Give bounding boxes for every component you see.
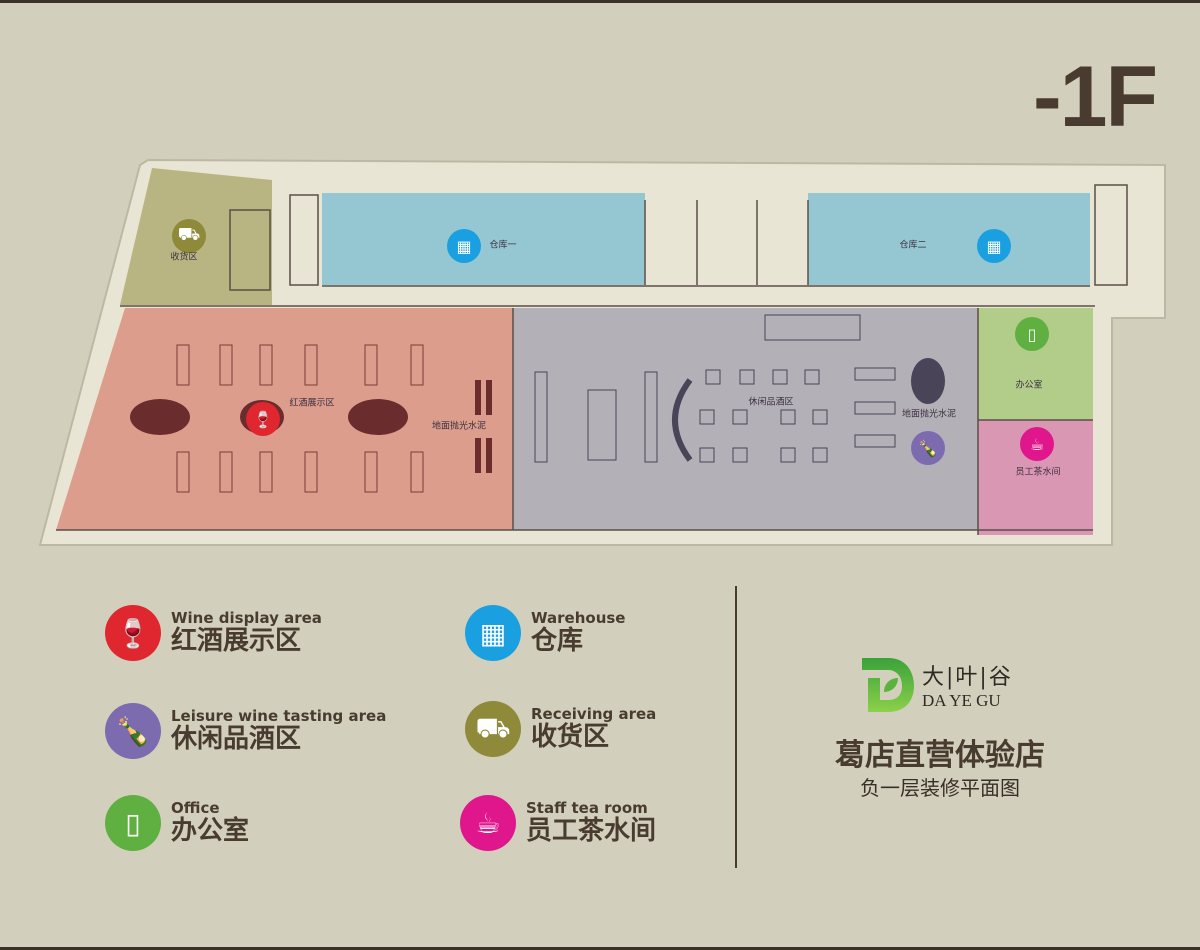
office-badge: ▯ — [1015, 317, 1049, 351]
office-door-icon: ▯ — [1027, 324, 1037, 344]
forklift-icon: ⛟ — [177, 224, 201, 245]
logo-en: DA YE GU — [922, 691, 1001, 710]
top-border — [0, 0, 1200, 3]
label-floor-finish-1: 地面抛光水泥 — [431, 421, 487, 432]
plan-subtitle: 负一层装修平面图 — [860, 776, 1020, 800]
label-floor-finish-2: 地面抛光水泥 — [901, 409, 957, 420]
warehouse-icon: ▦ — [456, 236, 472, 256]
wine-badge: 🍷 — [246, 402, 280, 436]
leisure-tables — [699, 369, 828, 463]
tea-cup-icon: ☕ — [460, 795, 516, 851]
legend-zh: 仓库 — [531, 626, 584, 656]
logo-zh: 大|叶|谷 — [922, 665, 1013, 690]
legend-en: Office — [171, 799, 220, 817]
zone-leisure — [513, 308, 978, 530]
legend-zh: 办公室 — [171, 816, 250, 846]
wine-tasting-icon: 🍾 — [918, 438, 938, 458]
label-warehouse-2: 仓库二 — [899, 240, 927, 251]
wine-tasting-icon: 🍾 — [105, 703, 161, 759]
label-warehouse-1: 仓库一 — [489, 240, 517, 251]
warehouse-icon: ▦ — [986, 236, 1002, 256]
legend-en: Warehouse — [531, 609, 626, 627]
leisure-furniture — [534, 314, 896, 463]
wine-tables — [130, 380, 492, 473]
forklift-icon: ⛟ — [465, 701, 521, 757]
legend-en: Leisure wine tasting area — [171, 707, 387, 725]
legend-zh: 收货区 — [531, 722, 610, 752]
display-racks — [176, 344, 424, 493]
walls — [56, 184, 1128, 535]
leisure-badge: 🍾 — [911, 431, 945, 465]
label-leisure: 休闲品酒区 — [748, 397, 794, 408]
legend-en: Staff tea room — [526, 799, 648, 817]
receiving-badge: ⛟ — [172, 219, 206, 253]
floor-label: -1F — [1033, 49, 1158, 145]
warehouse-1-badge: ▦ — [447, 229, 481, 263]
office-door-icon: ▯ — [105, 795, 161, 851]
tea-cup-icon: ☕ — [1029, 434, 1045, 454]
leaf-d-logo-icon — [862, 658, 914, 712]
warehouse-2-badge: ▦ — [977, 229, 1011, 263]
legend-zh: 红酒展示区 — [171, 626, 302, 656]
warehouse-icon: ▦ — [465, 605, 521, 661]
label-receiving: 收货区 — [170, 252, 198, 263]
legend-zh: 员工茶水间 — [526, 816, 657, 846]
zone-warehouse-2 — [808, 193, 1090, 285]
brand-logo: 大|叶|谷 DA YE GU — [860, 656, 1013, 714]
round-rug — [911, 358, 945, 404]
tea-badge: ☕ — [1020, 427, 1054, 461]
legend-en: Receiving area — [531, 705, 657, 723]
label-office: 办公室 — [1015, 380, 1043, 391]
wine-icon: 🍷 — [253, 409, 273, 429]
wine-icon: 🍷 — [105, 605, 161, 661]
label-tea-room: 员工茶水间 — [1015, 467, 1061, 478]
legend-zh: 休闲品酒区 — [171, 724, 302, 754]
zone-wine-display — [56, 308, 513, 530]
label-wine-display: 红酒展示区 — [289, 398, 335, 409]
legend-en: Wine display area — [171, 609, 322, 627]
divider — [735, 586, 737, 868]
bottom-border — [0, 947, 1200, 950]
zone-warehouse-1 — [322, 193, 645, 285]
store-title: 葛店直营体验店 — [835, 738, 1045, 773]
